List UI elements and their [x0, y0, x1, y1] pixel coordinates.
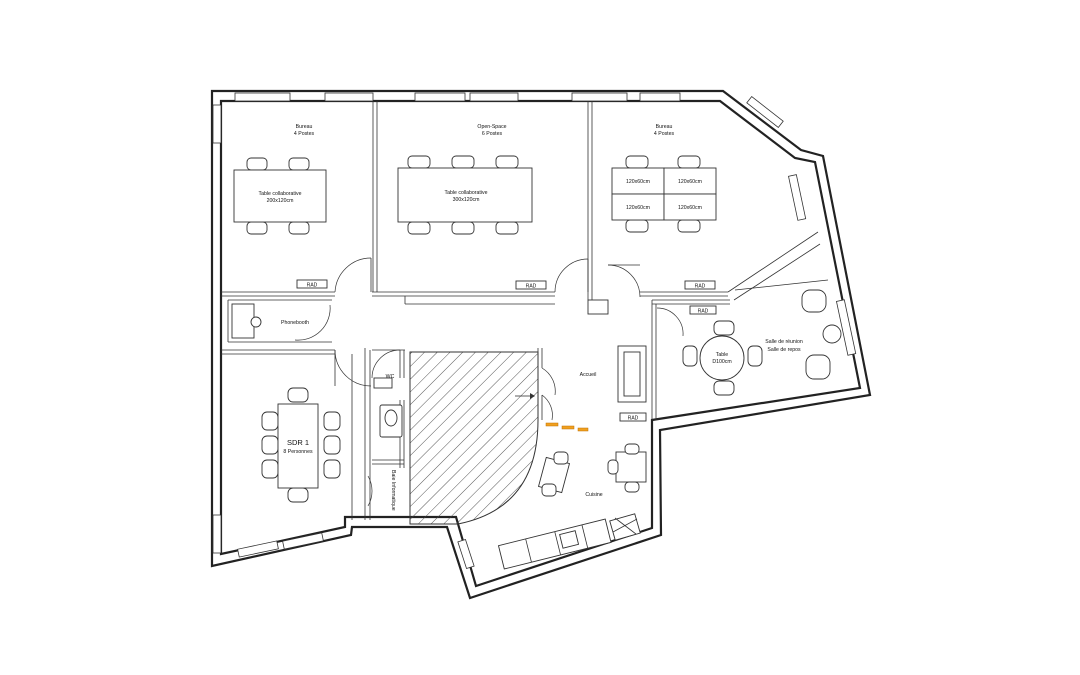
kitchen-counter — [497, 518, 612, 570]
desk-label: 120x60cm — [626, 179, 650, 185]
room-title: Salle de réunion — [765, 339, 803, 345]
room-title: Open-Space — [477, 124, 506, 130]
kitchen-table — [615, 451, 647, 483]
desk — [611, 193, 665, 221]
room-subtitle: Salle de repos — [767, 347, 801, 353]
desk-label: 120x60cm — [678, 179, 702, 185]
radiator — [515, 280, 547, 290]
radiator-label: RAD — [698, 309, 709, 315]
table-label: Table collaborative — [445, 190, 488, 196]
desk — [663, 193, 717, 221]
room-title: WC — [386, 374, 395, 380]
marker — [545, 422, 559, 427]
open-space-room: Open-Space 6 Postes Table collaborative … — [397, 124, 533, 235]
kitchen-room: Cuisine — [497, 443, 647, 570]
marker — [577, 427, 589, 432]
outer-walls — [210, 89, 872, 600]
table-size: 300x120cm — [453, 197, 480, 203]
room-title: SDR 1 — [287, 438, 309, 447]
radiator — [296, 279, 328, 289]
room-title: Bureau — [656, 124, 673, 130]
radiator-label: RAD — [695, 284, 706, 290]
desks: 120x60cm 120x60cm 120x60cm 120x60cm — [611, 167, 717, 221]
bureau-right-room: Bureau 4 Postes 120x60cm 120x60cm 120x60… — [611, 124, 717, 233]
reception-area: Accueil — [409, 345, 647, 525]
room-subtitle: 6 Postes — [482, 131, 503, 137]
desk-label: 120x60cm — [626, 205, 650, 211]
room-title: Bureau — [296, 124, 313, 130]
radiator-label: RAD — [526, 284, 537, 290]
room-title: Baie Informatique — [390, 470, 396, 511]
chairs — [625, 155, 701, 233]
server-rack-room: Baie Informatique — [390, 470, 396, 511]
phonebooth-room: Phonebooth — [250, 316, 309, 328]
collaborative-table — [233, 169, 327, 223]
chairs — [261, 387, 341, 503]
windows — [212, 92, 857, 570]
radiator — [619, 412, 647, 422]
radiator — [689, 305, 717, 315]
table-size: D100cm — [712, 359, 731, 365]
room-subtitle: 4 Postes — [654, 131, 675, 137]
interior-walls — [221, 101, 829, 520]
room-title: Phonebooth — [281, 320, 309, 326]
sdr-room: SDR 1 8 Personnes — [261, 387, 341, 503]
collaborative-table — [397, 167, 533, 223]
round-table — [699, 335, 745, 381]
radiators: RAD RAD RAD RAD RAD — [296, 279, 717, 422]
meeting-table — [277, 403, 319, 489]
radiator-label: RAD — [628, 416, 639, 422]
room-subtitle: 4 Postes — [294, 131, 315, 137]
desk — [611, 167, 665, 195]
room-title: Accueil — [580, 372, 597, 378]
table-size: 200x120cm — [267, 198, 294, 204]
desk-label: 120x60cm — [678, 205, 702, 211]
table-label: Table — [716, 352, 729, 358]
radiator — [684, 280, 716, 290]
room-title: Cuisine — [585, 492, 602, 498]
desk — [663, 167, 717, 195]
sink — [559, 530, 580, 549]
table-label: Table collaborative — [259, 191, 302, 197]
fridge — [609, 513, 641, 541]
radiator-label: RAD — [307, 283, 318, 289]
room-subtitle: 8 Personnes — [283, 449, 313, 455]
chairs — [682, 289, 831, 396]
marker — [561, 425, 575, 430]
doors — [294, 257, 684, 507]
wc-room: WC — [373, 374, 403, 438]
side-table — [822, 324, 842, 344]
meeting-room: Salle de réunion Salle de repos Table D1… — [682, 289, 842, 396]
bureau-left-room: Bureau 4 Postes Table collaborative 200x… — [233, 124, 327, 235]
